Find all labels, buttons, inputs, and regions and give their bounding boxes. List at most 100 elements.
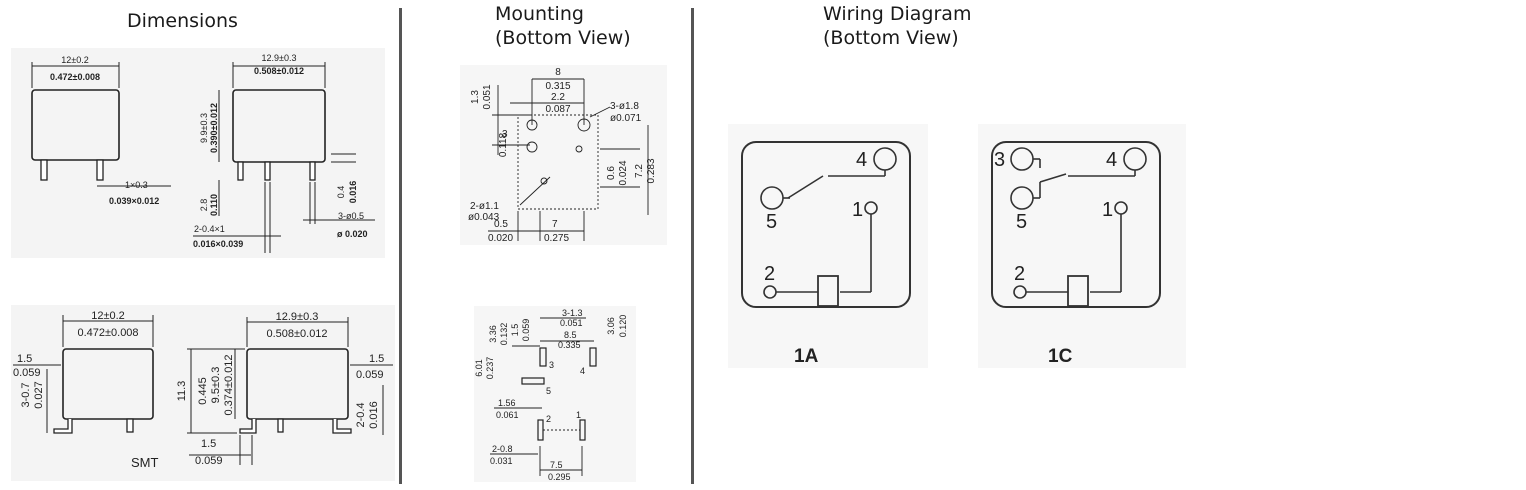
- smt-mount-f-in: 0.237: [485, 357, 495, 380]
- mount-a-in: 0.087: [545, 104, 570, 115]
- dimensions-top-drawing: 12±0.2 0.472±0.008 1×0.3 0.039×0.012 12.…: [11, 48, 385, 258]
- smt-left-off-in: 0.059: [13, 367, 41, 379]
- smt-label: SMT: [131, 455, 159, 470]
- pin-dia-in: ø 0.020: [337, 229, 368, 239]
- smt-right-pin-mm: 2-0.4: [355, 402, 367, 427]
- side-width-in: 0.508±0.012: [254, 66, 304, 76]
- side-view-body: [232, 89, 326, 163]
- smt-total-h-in: 0.445: [197, 377, 209, 405]
- wiring-1c-pin4: 4: [1106, 149, 1117, 171]
- height-mm: 9.9±0.3: [199, 113, 209, 143]
- wiring-heading-line1: Wiring Diagram: [823, 3, 972, 25]
- smt-bottom-off-mm: 1.5: [201, 438, 216, 450]
- smt-pin2-label: 2: [546, 414, 551, 424]
- wiring-1c-pin3: 3: [994, 149, 1005, 171]
- pin-len-in: 0.110: [209, 194, 219, 216]
- wiring-1c-diagram: 3 4 5 1 2 1C: [978, 124, 1186, 368]
- smt-total-h-mm: 11.3: [176, 381, 188, 402]
- smt-left-off-mm: 1.5: [17, 353, 32, 365]
- mount-c-mm: 0.6: [606, 166, 617, 180]
- mount-a-mm: 2.2: [551, 92, 565, 103]
- smt-mount-b-mm: 8.5: [564, 330, 577, 340]
- dimensions-smt-drawing: 12±0.2 0.472±0.008 1.5 0.059 3-0.7 0.027…: [11, 305, 395, 481]
- smt-mount-h-in: 0.031: [490, 456, 513, 466]
- smt-right-off-mm: 1.5: [369, 353, 384, 365]
- front-pin-mm: 1×0.3: [125, 180, 148, 190]
- smt-front-width-in: 0.472±0.008: [77, 327, 138, 339]
- mount-b-in: 0.118: [498, 132, 509, 157]
- mounting-top-footprint: 8 0.315 2.2 0.087 1.3 0.051 3 0.118 3-ø1…: [460, 65, 667, 245]
- smt-side-width-mm: 12.9±0.3: [276, 311, 319, 323]
- front-pin-in: 0.039×0.012: [109, 196, 159, 206]
- smt-mount-e-mm: 3.06: [606, 317, 616, 335]
- mounting-heading-line2: (Bottom View): [495, 27, 631, 49]
- smt-side-body: [246, 348, 349, 420]
- pin-dia-mm: 3-ø0.5: [338, 211, 364, 221]
- smt-side-width-in: 0.508±0.012: [266, 328, 327, 340]
- mount-w-mm: 8: [555, 67, 561, 78]
- smt-right-off-in: 0.059: [356, 369, 384, 381]
- smt-mount-i-mm: 7.5: [550, 460, 563, 470]
- mount-h-in: 0.283: [646, 158, 657, 183]
- mount-d-mm: 0.5: [494, 219, 508, 230]
- pin-len-mm: 2.8: [199, 199, 209, 212]
- smt-right-pin-in: 0.016: [368, 401, 380, 429]
- divider-right: [691, 8, 694, 484]
- smt-left-pin-in: 0.027: [33, 381, 45, 409]
- smt-pin5-label: 5: [546, 386, 551, 396]
- smt-mount-a-in: 0.051: [560, 318, 583, 328]
- smt-bottom-off-in: 0.059: [195, 455, 223, 467]
- mount-hole2-in: ø0.043: [468, 212, 500, 223]
- wiring-1a-caption: 1A: [794, 346, 819, 367]
- pin-thk-in: 0.016: [348, 181, 358, 204]
- smt-pin4-label: 4: [580, 366, 585, 376]
- front-view-body: [31, 89, 120, 161]
- mounting-heading-line1: Mounting: [495, 3, 584, 25]
- mount-hole3-mm: 3-ø1.8: [610, 101, 639, 112]
- mount-w-in: 0.315: [545, 81, 570, 92]
- wiring-1a-pin1: 1: [852, 199, 863, 221]
- smt-mount-g-mm: 1.56: [498, 398, 516, 408]
- mount-e-in: 0.275: [544, 233, 569, 244]
- smt-mount-a-mm: 3-1.3: [562, 308, 583, 318]
- mount-t-in: 0.051: [482, 84, 493, 109]
- smt-mount-i-in: 0.295: [548, 472, 571, 482]
- smt-front-body: [62, 348, 154, 420]
- mounting-heading: Mounting (Bottom View): [495, 2, 631, 50]
- mount-t-mm: 1.3: [470, 90, 481, 104]
- side-width-mm: 12.9±0.3: [262, 53, 297, 63]
- wiring-1c-pin2: 2: [1014, 263, 1025, 285]
- height-in: 0.390±0.012: [209, 103, 219, 153]
- wiring-heading: Wiring Diagram (Bottom View): [823, 2, 971, 50]
- mount-e-mm: 7: [552, 219, 558, 230]
- smt-body-h-in: 0.374±0.012: [223, 354, 235, 415]
- smt-mount-g-in: 0.061: [496, 410, 519, 420]
- mounting-smt-footprint: 3-1.3 0.051 8.5 0.335 3.36 0.132 1.5 0.0…: [474, 306, 636, 482]
- pin-size-in: 0.016×0.039: [193, 239, 243, 249]
- mount-c-in: 0.024: [618, 160, 629, 185]
- smt-mount-f-mm: 6.01: [474, 359, 484, 377]
- smt-mount-d-in: 0.059: [521, 319, 531, 342]
- wiring-1c-caption: 1C: [1048, 346, 1073, 367]
- front-width-in: 0.472±0.008: [50, 72, 100, 82]
- mount-hole3-in: ø0.071: [610, 113, 642, 124]
- wiring-1a-pin5: 5: [766, 211, 777, 233]
- smt-mount-e-in: 0.120: [618, 315, 628, 338]
- smt-mount-d-mm: 1.5: [510, 324, 520, 337]
- front-width-mm: 12±0.2: [61, 55, 88, 65]
- wiring-1c-pin1: 1: [1102, 199, 1113, 221]
- smt-front-width-mm: 12±0.2: [91, 310, 125, 322]
- divider-left: [399, 8, 402, 484]
- mount-h-mm: 7.2: [634, 164, 645, 178]
- smt-pin3-label: 3: [549, 360, 554, 370]
- mount-d-in: 0.020: [488, 233, 513, 244]
- wiring-1a-diagram: 4 5 1 2 1A: [728, 124, 928, 368]
- wiring-1a-pin4: 4: [856, 149, 867, 171]
- smt-mount-h-mm: 2-0.8: [492, 444, 513, 454]
- smt-mount-c-mm: 3.36: [488, 325, 498, 343]
- wiring-1a-pin2: 2: [764, 263, 775, 285]
- smt-mount-c-in: 0.132: [499, 323, 509, 346]
- smt-pin1-label: 1: [576, 410, 581, 420]
- wiring-heading-line2: (Bottom View): [823, 27, 959, 49]
- dimensions-heading: Dimensions: [127, 10, 238, 32]
